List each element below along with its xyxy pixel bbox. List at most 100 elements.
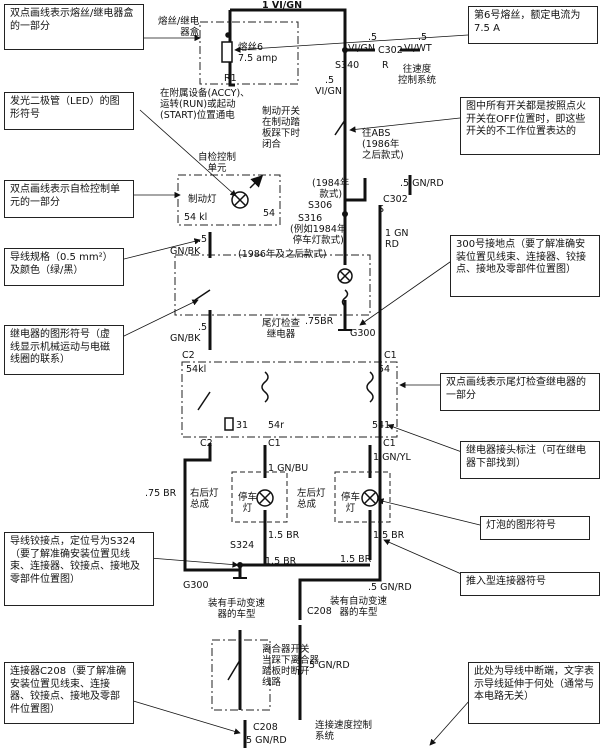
callout-bulb: 灯泡的图形符号 [480, 516, 590, 540]
clutch-switch-symbol [227, 659, 241, 681]
label-manual: 装有手动变速 器的车型 [208, 598, 266, 620]
label-s316: S316 [298, 213, 323, 224]
label-brake-lamp: 制动灯 [188, 194, 217, 205]
label-rear-left: 左后灯 总成 [297, 488, 326, 510]
label-tail-relay: 尾灯检查 继电器 [262, 318, 301, 340]
label-w-mid-b: VI/GN [315, 86, 342, 97]
label-fuse-feed: 在附属设备(ACCY)、 运转(RUN)或起动 (START)位置通电 [160, 88, 250, 121]
label-pin54kl: 54 kl [184, 212, 208, 223]
label-to-speed: 往速度 控制系统 [398, 64, 437, 86]
label-s340: S340 [335, 60, 360, 71]
label-gn-bu: 1 GN/BU [268, 463, 309, 474]
label-br15b: 1.5 BR [373, 530, 405, 541]
bulb-left-rear [361, 489, 379, 507]
label-gnbk2b: GN/BK [170, 333, 201, 344]
callout-tail-relay: 双点画线表示尾灯检查继电器的一部分 [440, 373, 600, 411]
label-1984: (1984年 款式) [312, 178, 350, 200]
label-gn-rd-top: .5 GN/RD [400, 178, 444, 189]
label-r1: R1 [224, 73, 237, 84]
label-gnbk1b: GN/BK [170, 246, 201, 257]
label-s324: S324 [230, 540, 255, 551]
lamp-assembly-boxes [231, 471, 391, 523]
callout-c208: 连接器C208（要了解准确安装位置见线束、连接器、铰接点、接地及零部件位置图） [4, 662, 134, 724]
label-w5wt: .5 [418, 32, 428, 43]
label-pin31: 31 [236, 420, 249, 431]
label-rear-right: 右后灯 总成 [190, 488, 219, 510]
callout-wire-break: 此处为导线中断端，文字表示导线延伸于何处（通常与本电路无关） [468, 662, 600, 724]
label-br15d: 1.5 BR [340, 554, 372, 565]
tail-relay-outline [181, 361, 398, 438]
label-fuse-box: 熔丝/继电 器盒 [158, 16, 200, 38]
label-c302: C302 [378, 45, 403, 56]
label-top-wire: 1 VI/GN [262, 0, 303, 11]
brake-switch-symbol [334, 119, 346, 150]
fuse-box-outline [199, 21, 299, 85]
callout-wire-size: 导线规格（0.5 mm²）及颜色（绿/黑） [4, 248, 124, 286]
callout-switch-state: 图中所有开关都是按照点火开关在OFF位置时，即这些开关的不工作位置表达的 [460, 97, 600, 155]
label-pin541: 541 [372, 420, 391, 431]
label-g300-top: G300 [350, 328, 376, 339]
callout-led: 发光二极管（LED）的图形符号 [4, 92, 134, 130]
wires [183, 8, 420, 748]
label-s-term: S [378, 204, 385, 215]
label-park-r: 停车 灯 [238, 492, 258, 514]
fuse-symbol [221, 32, 233, 63]
label-speed-ctrl: 连接速度控制 系统 [315, 720, 373, 742]
label-w1: .5 [368, 32, 378, 43]
label-gn-rd-mid: .5 GN/RD [368, 582, 412, 593]
label-gn-rd-bot: .5 GN/RD [243, 735, 287, 746]
callout-relay-terminal: 继电器接头标注（可在继电器下部找到） [460, 441, 600, 479]
label-w1b: VI/GN [348, 43, 375, 54]
label-pin54kl-r: 54kl [186, 364, 207, 375]
label-s306: S306 [308, 200, 333, 211]
label-75br-left: .75 BR [145, 488, 177, 499]
label-to-abs: 往ABS (1986年 之后款式) [362, 128, 404, 161]
label-fuse6: 熔丝6 7.5 amp [238, 42, 278, 64]
label-c1-bot: C1 [268, 438, 281, 449]
label-br15a: 1.5 BR [268, 530, 300, 541]
label-s316-note: (例如1984年 停车灯款式) [290, 224, 347, 246]
label-w5wt-b: VI/WT [404, 43, 432, 54]
label-after1986: (1986年及之后款式) [238, 249, 327, 260]
callout-fuse6: 第6号熔丝，额定电流为7.5 A [468, 6, 598, 44]
label-self-check: 自检控制 单元 [198, 152, 237, 174]
label-gn-rd-low: .5 GN/RD [306, 660, 350, 671]
label-gn-rd-1: 1 GN RD [385, 228, 409, 250]
label-c302-b: C302 [383, 194, 408, 205]
callout-ground-300: 300号接地点（要了解准确安装位置见线束、连接器、铰接点、接地及零部件位置图） [450, 235, 600, 297]
label-75br: .75BR [305, 316, 334, 327]
callout-splice: 导线铰接点，定位号为S324（要了解准确安装位置见线束、连接器、铰接点、接地及零… [4, 532, 154, 606]
callout-relay-symbol: 继电器的图形符号（虚线显示机械运动与电磁线圈的联系） [4, 325, 124, 375]
label-c2-bot: C2 [200, 438, 213, 449]
relay-coils [224, 371, 374, 431]
label-c1-bot2: C1 [383, 438, 396, 449]
label-pin54r: 54r [268, 420, 284, 431]
label-c1-top: C1 [384, 350, 397, 361]
callout-push-connector: 推入型连接器符号 [460, 572, 600, 596]
callout-self-check: 双点画线表示自检控制单元的一部分 [4, 180, 134, 218]
self-check-unit-outline [177, 174, 281, 226]
label-r-term: R [382, 60, 389, 71]
clutch-switch-box [211, 639, 271, 711]
label-w-mid: .5 [325, 75, 335, 86]
label-pin54-r: 54 [378, 364, 391, 375]
label-auto: 装有自动变速 器的车型 [330, 596, 388, 618]
label-pin54: 54 [263, 208, 276, 219]
relay-upper-outline [174, 254, 371, 316]
label-clutch: 离合器开关 当踩下离合器 踏板时断开 线路 [262, 644, 320, 688]
callout-leaders [95, 34, 481, 746]
label-brake-switch: 制动开关 在制动踏 板踩下时 闭合 [262, 106, 301, 150]
label-gnbk2: .5 [198, 322, 208, 333]
label-park-l: 停车 灯 [341, 492, 361, 514]
tail-relay-coil-upper [337, 268, 353, 307]
callout-fuse-box: 双点画线表示熔丝/继电器盒的一部分 [4, 4, 144, 50]
ground-symbols [233, 329, 352, 579]
bulb-right-rear [256, 489, 274, 507]
label-c208-bot: C208 [253, 722, 278, 733]
label-gn-yl: 1 GN/YL [373, 452, 411, 463]
brake-lamp-led [231, 174, 264, 209]
relay-switch-symbol [194, 289, 211, 411]
label-br15c: 1.5 BR [265, 556, 297, 567]
label-gnbk1: .5 [198, 234, 208, 245]
